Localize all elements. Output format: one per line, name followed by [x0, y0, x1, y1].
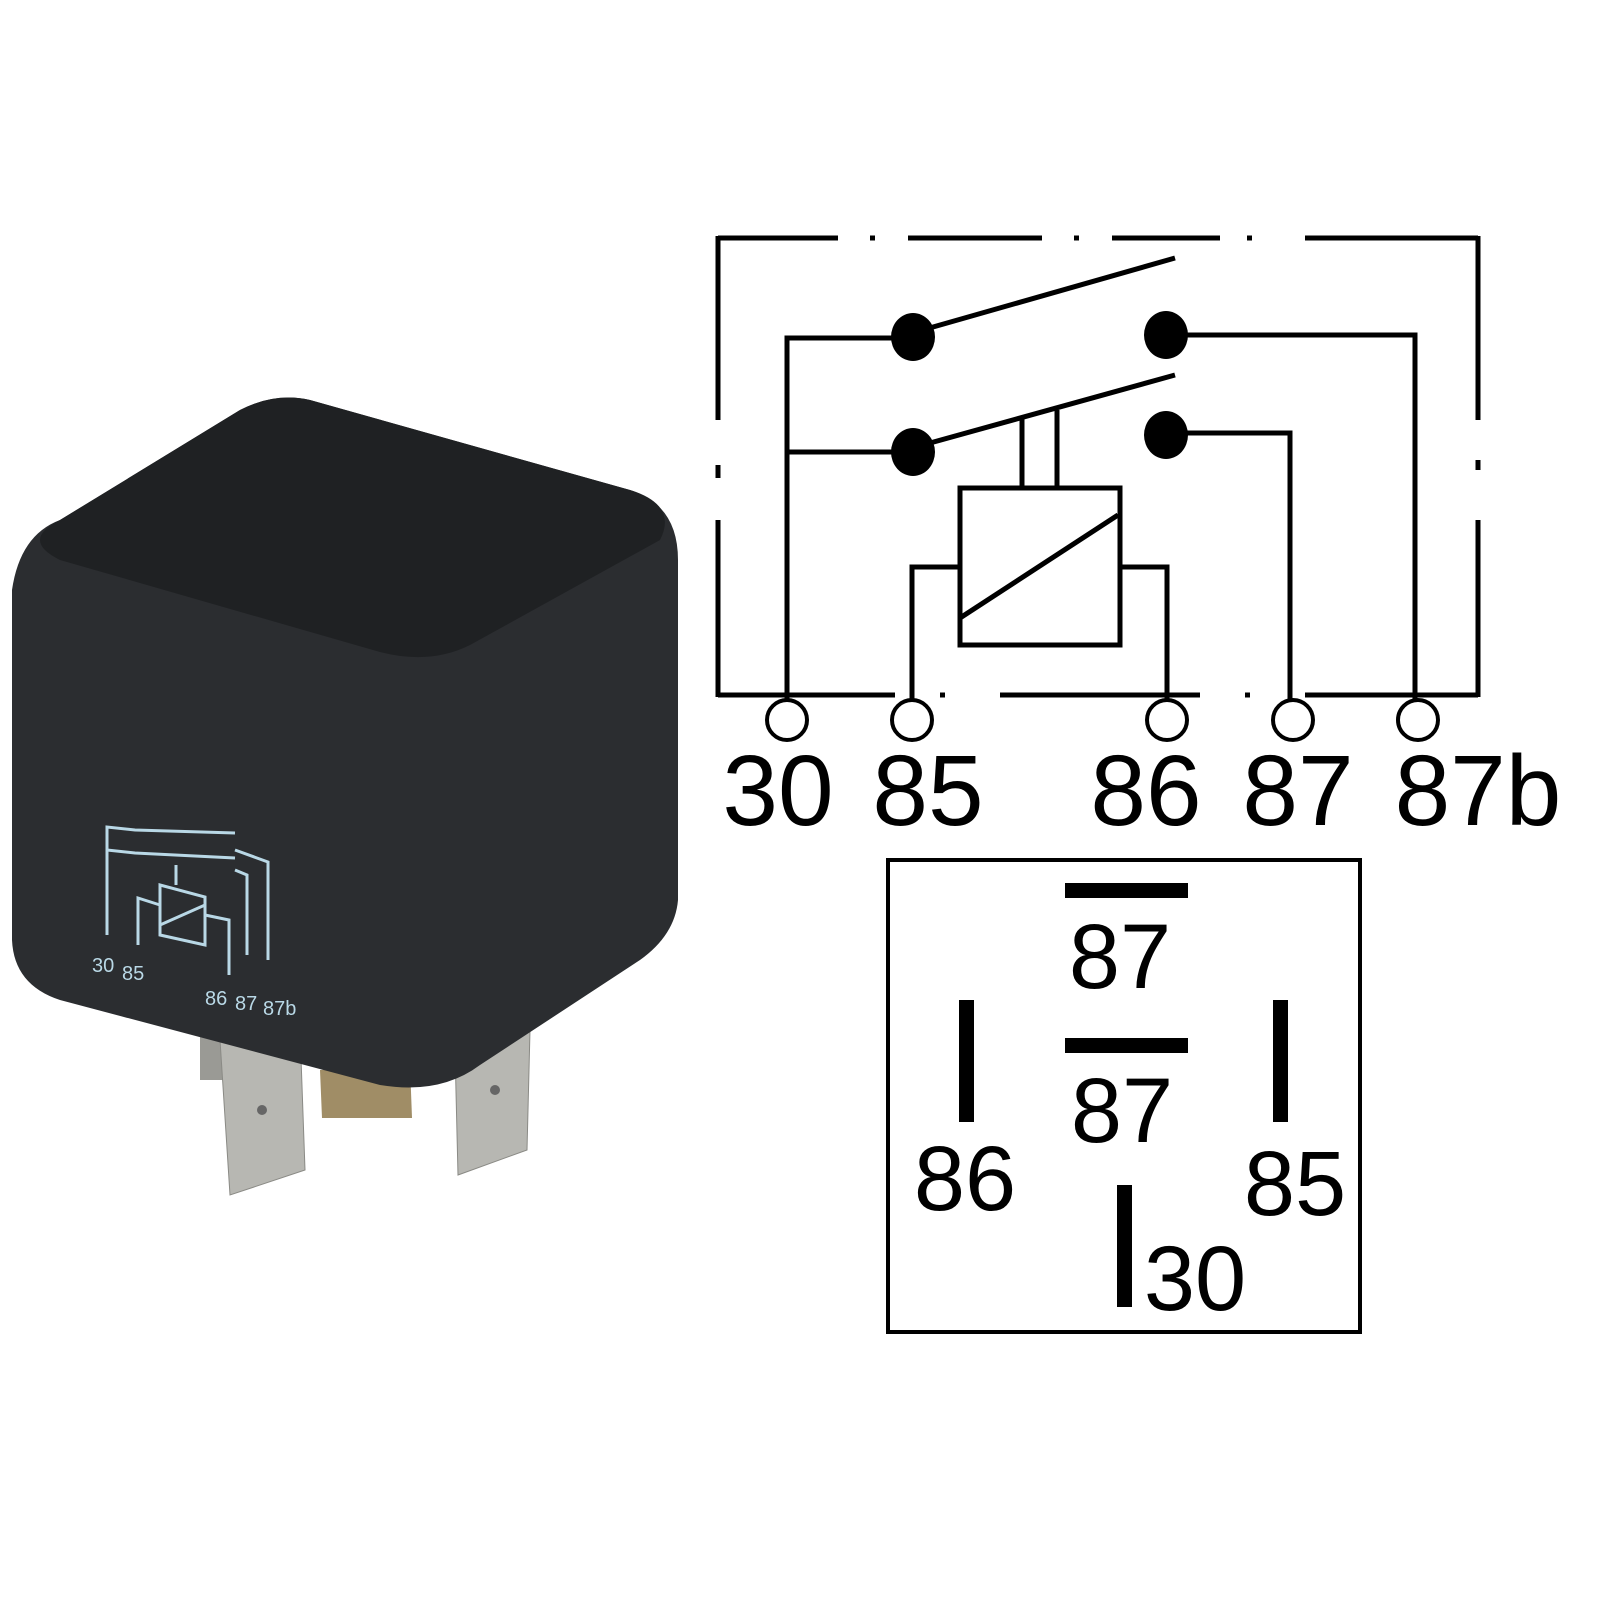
pin-bar-85: [1273, 1000, 1288, 1122]
terminal-30: [765, 698, 809, 742]
terminal-circles: [765, 698, 1440, 742]
pin-bar-86: [959, 1000, 974, 1122]
wire-85: [909, 564, 960, 700]
relay-schematic: [715, 235, 1481, 700]
contact-dot: [1144, 411, 1188, 459]
pinout-frame: [886, 858, 1362, 1334]
printed-label-86: 86: [205, 988, 227, 1010]
pinout-label-30: 30: [1144, 1228, 1246, 1330]
pin-hole: [257, 1105, 267, 1115]
wire-86: [1120, 564, 1170, 700]
contact-dot: [1144, 311, 1188, 359]
printed-circuit-diagram: [105, 825, 270, 975]
wire-30: [784, 335, 912, 700]
contact-dots: [891, 311, 1188, 476]
pinout-label-87-top: 87: [1069, 906, 1171, 1008]
terminal-86: [1145, 698, 1189, 742]
pinout-diagram: 87 87 86 85 30: [886, 858, 1362, 1334]
contact-dot: [891, 428, 935, 476]
wire-87: [1167, 430, 1293, 700]
terminal-87: [1271, 698, 1315, 742]
printed-label-87b: 87b: [263, 998, 296, 1020]
pinout-label-85: 85: [1244, 1133, 1346, 1235]
wire-87b: [1167, 332, 1418, 700]
printed-label-85: 85: [122, 963, 144, 985]
switch-contact-lower: [911, 372, 1176, 451]
pin-bar-87-top: [1065, 883, 1188, 898]
printed-label-30: 30: [92, 955, 114, 977]
terminal-label-85: 85: [872, 735, 983, 847]
terminal-87b: [1396, 698, 1440, 742]
terminal-85: [890, 698, 934, 742]
pinout-label-87-middle: 87: [1071, 1060, 1173, 1162]
pin-bar-30: [1117, 1185, 1132, 1307]
contact-dot: [891, 313, 935, 361]
coil-diagonal: [958, 512, 1120, 621]
pin-hole: [490, 1085, 500, 1095]
switch-contact-upper: [911, 255, 1176, 336]
terminal-label-87: 87: [1242, 735, 1353, 847]
pinout-label-86: 86: [914, 1128, 1016, 1230]
dashed-frame: [715, 235, 1481, 698]
relay-top-face: [40, 397, 665, 658]
terminal-label-86: 86: [1090, 735, 1201, 847]
terminal-label-87b: 87b: [1395, 735, 1562, 847]
pin-bar-87-middle: [1065, 1038, 1188, 1053]
terminal-label-30: 30: [722, 735, 833, 847]
relay-photo: 30 85 86 87 87b: [12, 397, 678, 1196]
printed-label-87: 87: [235, 993, 257, 1015]
